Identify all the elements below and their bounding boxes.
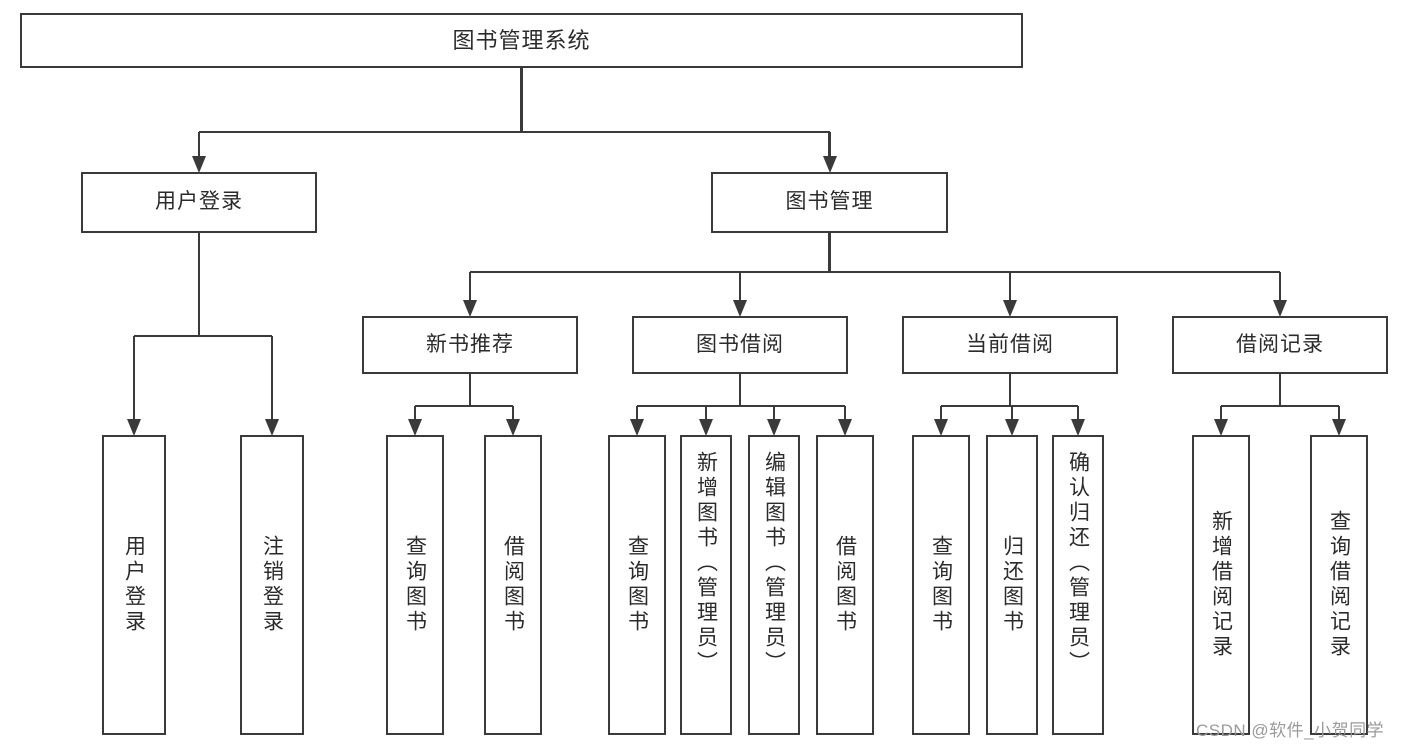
connector-drop [468, 272, 472, 301]
connector-drop [270, 336, 274, 420]
connector-drop [511, 406, 515, 420]
node-label: 图书管理系统 [452, 27, 591, 53]
connector-stem [520, 68, 523, 132]
arrowhead-icon [192, 156, 206, 173]
arrowhead-icon [1273, 300, 1287, 317]
arrowhead-icon [1005, 419, 1019, 436]
node-label: 图书借阅 [696, 332, 784, 356]
connector-drop [738, 272, 742, 301]
connector-drop [1219, 406, 1223, 420]
arrowhead-icon [463, 300, 477, 317]
connector-drop [413, 406, 417, 420]
arrowhead-icon [767, 419, 781, 436]
connector-drop [704, 406, 708, 420]
node-current-borrow[interactable]: 当前借阅 [902, 316, 1118, 374]
arrowhead-icon [1214, 419, 1228, 436]
node-label: 查询图书 [625, 535, 649, 635]
connector-stem [197, 233, 201, 336]
node-label: 查询借阅记录 [1327, 510, 1351, 660]
node-leaf-confirm-return-admin[interactable]: 确认归还（管理员） [1052, 435, 1104, 735]
node-leaf-return-book[interactable]: 归还图书 [986, 435, 1038, 735]
node-user-login[interactable]: 用户登录 [81, 172, 317, 233]
connector-drop [635, 406, 639, 420]
connector-stem [828, 233, 831, 272]
arrowhead-icon [127, 419, 141, 436]
node-leaf-add-book-admin[interactable]: 新增图书（管理员） [680, 435, 732, 735]
connector-drop [1008, 272, 1012, 301]
node-label: 确认归还（管理员） [1066, 451, 1090, 676]
connector-bus [941, 404, 1078, 408]
arrowhead-icon [1071, 419, 1085, 436]
arrowhead-icon [822, 156, 837, 173]
arrowhead-icon [1332, 419, 1346, 436]
connector-drop [1337, 406, 1341, 420]
node-label: 新增借阅记录 [1209, 510, 1233, 660]
arrowhead-icon [934, 419, 948, 436]
node-leaf-borrow-book-recommend[interactable]: 借阅图书 [484, 435, 542, 735]
node-new-book-recommend[interactable]: 新书推荐 [362, 316, 578, 374]
node-leaf-query-book-current[interactable]: 查询图书 [912, 435, 970, 735]
node-label: 查询图书 [403, 535, 427, 635]
connector-drop [772, 406, 776, 420]
connector-drop [1278, 272, 1282, 301]
connector-drop [828, 132, 831, 157]
csdn-watermark: CSDN @软件_小贺同学 [1196, 721, 1385, 740]
node-label: 注销登录 [260, 535, 284, 635]
arrowhead-icon [838, 419, 852, 436]
node-leaf-borrow-book-borrow[interactable]: 借阅图书 [816, 435, 874, 735]
node-label: 查询图书 [929, 535, 953, 635]
connector-stem [468, 374, 472, 406]
node-leaf-user-logout[interactable]: 注销登录 [240, 435, 304, 735]
node-label: 借阅图书 [501, 535, 525, 635]
node-leaf-query-book-borrow[interactable]: 查询图书 [608, 435, 666, 735]
connector-drop [939, 406, 943, 420]
node-label: 编辑图书（管理员） [762, 451, 786, 676]
node-book-borrow[interactable]: 图书借阅 [632, 316, 848, 374]
arrowhead-icon [733, 300, 747, 317]
arrowhead-icon [506, 419, 520, 436]
node-label: 借阅图书 [833, 535, 857, 635]
connector-bus [134, 334, 272, 338]
connector-drop [1076, 406, 1080, 420]
node-label: 新增图书（管理员） [694, 451, 718, 676]
connector-stem [1278, 374, 1282, 406]
node-label: 用户登录 [155, 190, 243, 214]
connector-bus [637, 404, 845, 408]
connector-stem [1008, 374, 1012, 406]
node-leaf-query-borrow-record[interactable]: 查询借阅记录 [1310, 435, 1368, 735]
arrowhead-icon [630, 419, 644, 436]
node-leaf-user-login[interactable]: 用户登录 [102, 435, 166, 735]
node-label: 当前借阅 [966, 332, 1054, 356]
node-label: 新书推荐 [426, 332, 514, 356]
connector-bus [415, 404, 513, 408]
arrowhead-icon [265, 419, 279, 436]
connector-drop [132, 336, 136, 420]
node-leaf-add-borrow-record[interactable]: 新增借阅记录 [1192, 435, 1250, 735]
connector-bus [199, 130, 830, 134]
connector-drop [1010, 406, 1014, 420]
arrowhead-icon [1003, 300, 1017, 317]
node-borrow-record[interactable]: 借阅记录 [1172, 316, 1388, 374]
connector-stem [738, 374, 742, 406]
connector-drop [197, 132, 201, 157]
node-book-manage[interactable]: 图书管理 [711, 172, 948, 233]
connector-bus [470, 270, 1280, 274]
node-root-system[interactable]: 图书管理系统 [20, 13, 1023, 68]
node-label: 归还图书 [1000, 535, 1024, 635]
node-label: 用户登录 [122, 535, 146, 635]
arrowhead-icon [699, 419, 713, 436]
arrowhead-icon [408, 419, 422, 436]
node-label: 借阅记录 [1236, 332, 1324, 356]
connector-bus [1221, 404, 1339, 408]
node-leaf-query-book-recommend[interactable]: 查询图书 [386, 435, 444, 735]
node-leaf-edit-book-admin[interactable]: 编辑图书（管理员） [748, 435, 800, 735]
node-label: 图书管理 [785, 190, 874, 214]
connector-drop [843, 406, 847, 420]
